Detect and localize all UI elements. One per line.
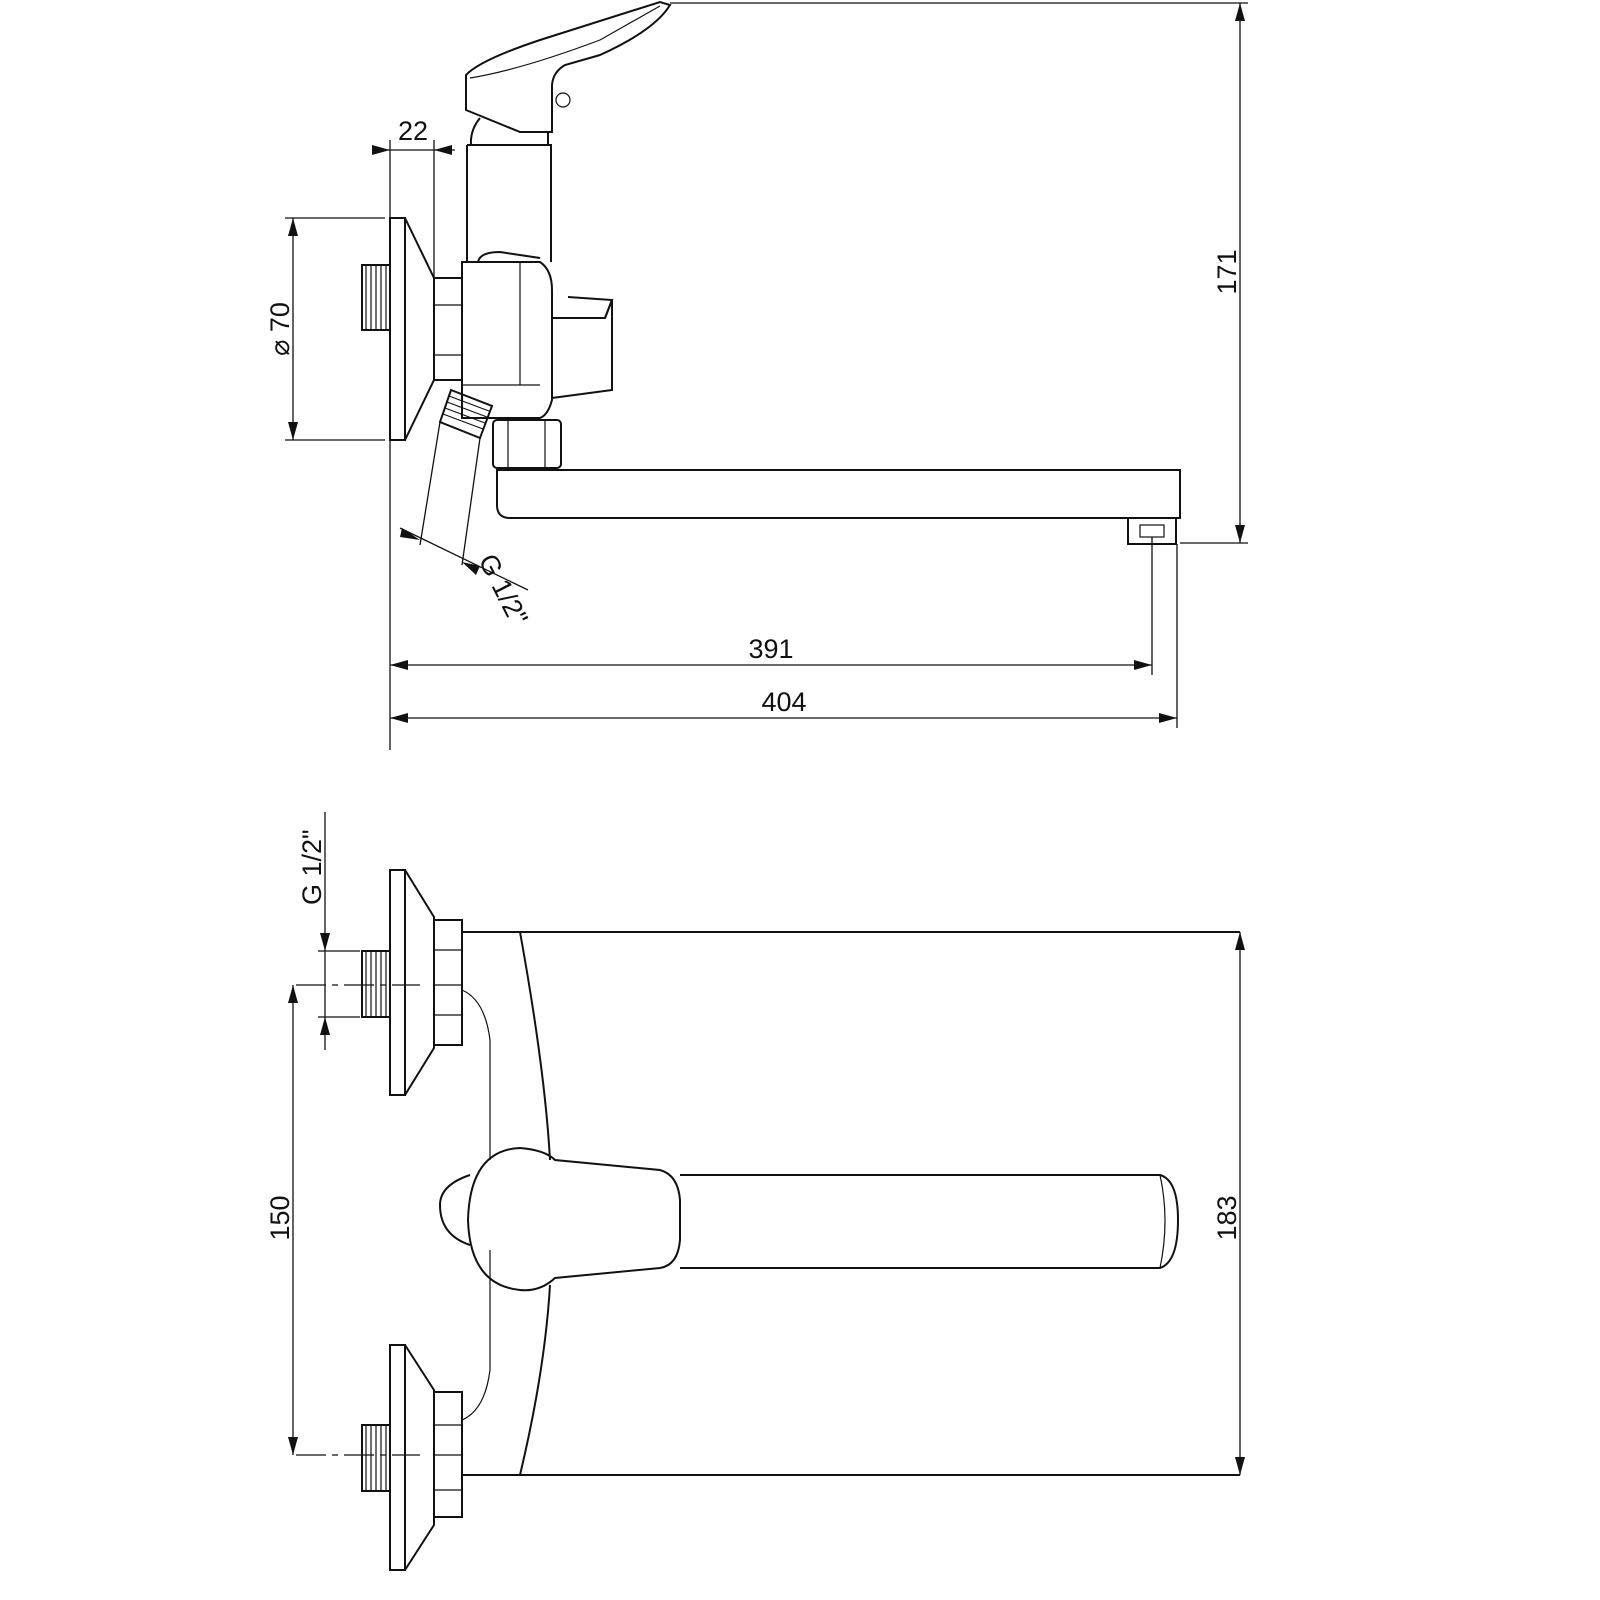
- spout-nut: [492, 419, 562, 469]
- front-lever-handle: [466, 1146, 1180, 1292]
- connection-nut: [433, 277, 463, 381]
- mixer-body: [461, 144, 553, 419]
- dimension-183: 183: [1212, 932, 1245, 1475]
- inlet-thread: [361, 264, 391, 331]
- dimension-22: 22: [372, 116, 455, 750]
- dimension-label-22: 22: [398, 116, 428, 146]
- side-view: 22 ⌀ 70 G 1/2" 171 391: [265, 0, 1248, 750]
- dimension-thread-front: G 1/2": [297, 812, 360, 1050]
- dimension-150: 150: [265, 985, 298, 1455]
- dimension-label-171: 171: [1212, 249, 1242, 294]
- front-view: G 1/2" 150 183: [265, 812, 1245, 1571]
- wall-flange: [389, 217, 435, 441]
- mixer-body-front: [438, 931, 1240, 1476]
- dimension-label-391: 391: [748, 634, 793, 664]
- centerlines: [296, 984, 420, 1456]
- dimension-label-404: 404: [761, 687, 806, 717]
- dimension-label-diameter-70: ⌀ 70: [265, 302, 295, 356]
- lower-wall-flange: [361, 1344, 463, 1571]
- dimension-404: 404: [390, 544, 1178, 728]
- diverter-knob: [551, 296, 614, 400]
- dimension-label-thread-front: G 1/2": [297, 829, 327, 905]
- dimension-diameter-70: ⌀ 70: [265, 217, 385, 441]
- dimension-label-150: 150: [265, 1195, 295, 1240]
- dimension-label-thread-side: G 1/2": [473, 549, 534, 630]
- dimension-391: 391: [390, 537, 1153, 675]
- dimension-label-183: 183: [1212, 1195, 1242, 1240]
- lever-handle: [465, 0, 672, 146]
- spout: [496, 469, 1181, 545]
- shower-outlet-thread: [419, 388, 494, 566]
- dimension-171: 171: [670, 2, 1248, 544]
- upper-wall-flange: [361, 869, 463, 1096]
